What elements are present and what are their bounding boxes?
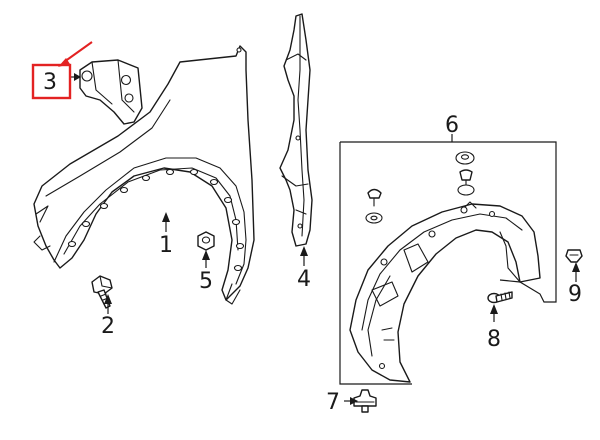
fender-support — [279, 13, 313, 247]
leader-part-7 — [344, 397, 358, 405]
screw — [487, 291, 513, 304]
callout-7: 7 — [326, 390, 340, 415]
callout-1: 1 — [159, 233, 173, 258]
liner-push-pin — [459, 169, 473, 187]
liner-washer-left — [365, 212, 383, 224]
callout-6: 6 — [445, 113, 459, 138]
callout-9: 9 — [568, 282, 582, 307]
retainer-clip — [565, 249, 583, 263]
leader-part-8 — [490, 304, 498, 322]
highlight-marker — [31, 41, 93, 100]
callout-8: 8 — [487, 327, 501, 352]
liner-retainer-ring — [457, 184, 475, 196]
callout-4: 4 — [297, 267, 311, 292]
highlight-box — [31, 63, 72, 100]
callout-2: 2 — [101, 314, 115, 339]
leader-part-1 — [162, 212, 170, 232]
wheel-well-liner — [349, 201, 541, 383]
highlight-arrow — [63, 41, 93, 63]
callout-3: 3 — [43, 70, 57, 95]
leader-part-3 — [70, 73, 81, 81]
fender-bracket — [79, 59, 143, 125]
leader-part-4 — [300, 246, 308, 266]
liner-clip-left — [367, 188, 382, 207]
liner-clip-top — [455, 151, 475, 165]
leader-part-2 — [104, 294, 112, 314]
leader-part-5 — [202, 250, 210, 268]
callout-5: 5 — [199, 269, 213, 294]
front-fender — [33, 45, 255, 305]
nut — [197, 231, 215, 251]
leader-part-9 — [572, 262, 580, 282]
